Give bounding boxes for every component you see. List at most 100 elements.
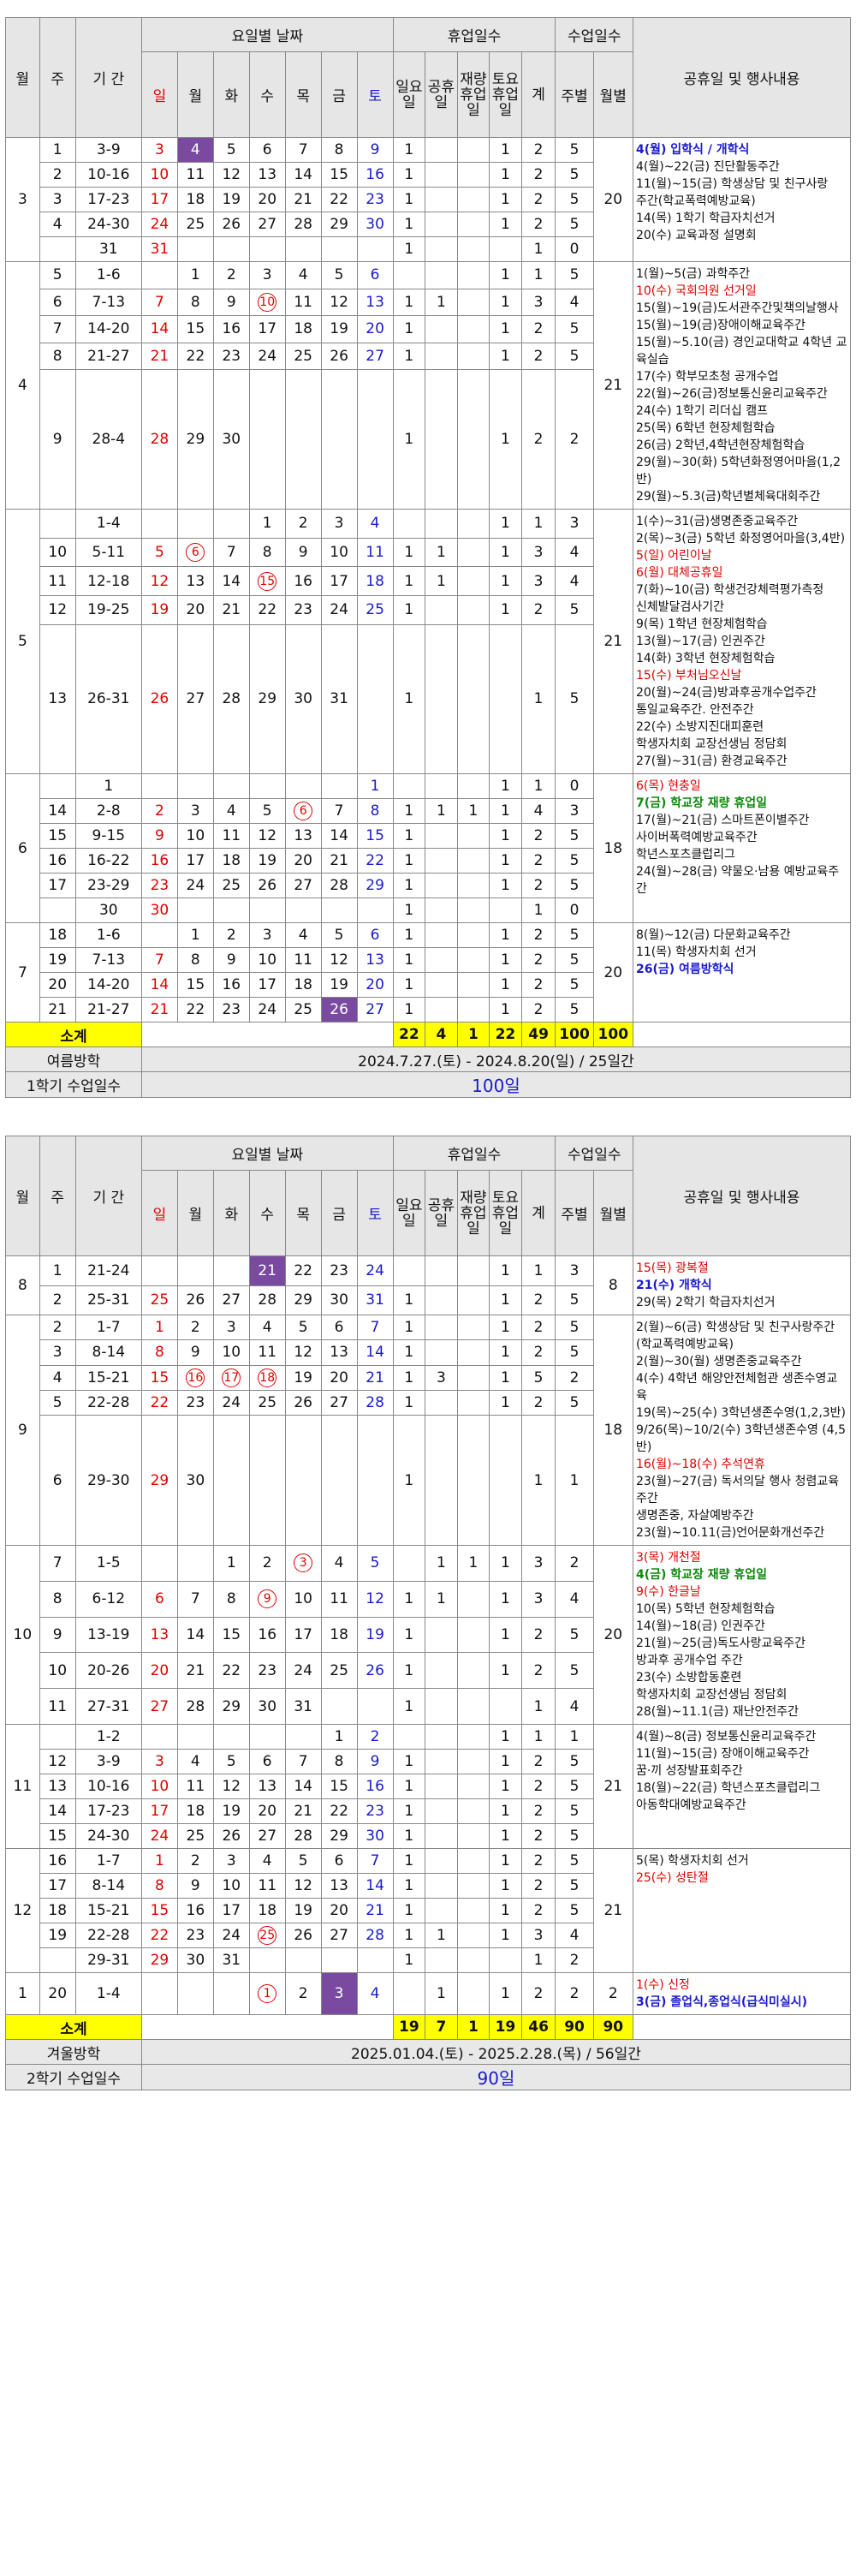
date-cell: 5 <box>284 1848 322 1874</box>
closure-cell <box>392 1545 426 1582</box>
closure-cell: 1 <box>489 972 522 998</box>
weekly-days-cell: 5 <box>555 1339 594 1366</box>
date-cell: 30 <box>176 1947 214 1973</box>
period-cell: 10-16 <box>74 162 142 188</box>
week-cell: 8 <box>39 342 76 370</box>
date-cell: 1 <box>176 261 214 289</box>
date-cell: 17 <box>248 972 286 998</box>
period-cell: 1-7 <box>74 1314 142 1341</box>
header-school-col: 주별 <box>555 1170 594 1256</box>
month-cell: 6 <box>5 773 40 923</box>
date-cell: 26 <box>356 1652 394 1690</box>
date-cell: 15 <box>176 315 214 343</box>
closure-cell: 1 <box>392 623 426 775</box>
date-cell <box>212 1255 250 1286</box>
closure-cell: 1 <box>489 1616 522 1654</box>
date-cell: 25 <box>284 997 322 1023</box>
closure-cell: 1 <box>520 1947 556 1973</box>
closure-cell <box>425 342 458 370</box>
weekly-days-cell: 5 <box>555 137 594 163</box>
date-cell: 22 <box>356 848 394 874</box>
closure-cell <box>456 1774 490 1799</box>
closure-cell: 1 <box>489 509 522 539</box>
closure-cell <box>489 623 522 775</box>
date-cell <box>140 922 178 948</box>
date-cell: 28 <box>320 873 358 898</box>
date-cell: 17 <box>212 1898 250 1923</box>
closure-cell <box>456 187 490 212</box>
date-cell: 16 <box>356 1774 394 1799</box>
closure-cell: 1 <box>392 537 426 568</box>
date-cell: 13 <box>248 1774 286 1799</box>
date-cell: 6 <box>284 798 322 824</box>
date-cell: 24 <box>248 997 286 1023</box>
event-item: 25(목) 6학년 현장체험학습 <box>635 421 776 435</box>
date-cell: 5 <box>320 261 358 289</box>
closure-cell <box>456 1724 490 1750</box>
date-cell: 15 <box>356 823 394 849</box>
date-cell: 8 <box>176 288 214 316</box>
date-cell: 21 <box>356 1898 394 1923</box>
event-item: 생명존중, 자살예방주간 <box>635 1509 754 1523</box>
closure-cell <box>425 897 458 923</box>
date-cell: 18 <box>284 972 322 998</box>
date-cell: 28 <box>356 1389 394 1416</box>
date-cell: 8 <box>140 1873 178 1899</box>
header-closure-col: 공휴일 <box>425 1170 458 1256</box>
date-cell: 6 <box>356 922 394 948</box>
date-cell: 23 <box>284 595 322 625</box>
closure-cell: 1 <box>489 288 522 316</box>
closure-cell: 1 <box>425 1972 458 2015</box>
date-cell: 3 <box>284 1545 322 1582</box>
date-cell: 8 <box>356 798 394 824</box>
date-cell <box>212 1972 250 2015</box>
week-cell: 4 <box>39 1364 76 1391</box>
vacation-text: 2025.01.04.(토) - 2025.2.28.(목) / 56일간 <box>140 2039 852 2065</box>
date-cell <box>356 1947 394 1973</box>
date-cell: 27 <box>320 1923 358 1948</box>
subtotal-closure: 22 <box>392 1022 426 1047</box>
week-cell: 3 <box>39 187 76 212</box>
closure-cell: 2 <box>520 1774 556 1799</box>
date-cell: 12 <box>284 1873 322 1899</box>
date-cell: 9 <box>284 537 322 568</box>
closure-cell: 2 <box>520 1749 556 1774</box>
closure-cell <box>425 623 458 775</box>
date-cell: 10 <box>212 1873 250 1899</box>
closure-cell <box>456 369 490 510</box>
event-item: 17(월)~21(금) 스마트폰이별주간 <box>635 814 810 827</box>
weekly-days-cell: 5 <box>555 1774 594 1799</box>
header-closure-col: 계 <box>520 51 556 138</box>
closure-cell <box>425 1898 458 1923</box>
closure-cell: 2 <box>520 1848 556 1874</box>
closure-cell: 2 <box>520 922 556 948</box>
weekly-days-cell: 1 <box>555 1415 594 1546</box>
date-cell: 22 <box>140 1923 178 1948</box>
date-cell: 11 <box>176 162 214 188</box>
event-item: 신체발달검사기간 <box>635 600 725 614</box>
date-cell: 10 <box>176 823 214 849</box>
closure-cell: 1 <box>489 137 522 163</box>
date-cell: 29 <box>140 1415 178 1546</box>
weekly-days-cell: 5 <box>555 1823 594 1849</box>
closure-cell <box>425 236 458 262</box>
closure-cell: 1 <box>489 823 522 849</box>
date-cell: 20 <box>248 187 286 212</box>
date-cell: 18 <box>212 848 250 874</box>
closure-cell <box>425 187 458 212</box>
date-cell: 19 <box>140 595 178 625</box>
date-cell: 23 <box>212 342 250 370</box>
period-cell: 13-19 <box>74 1616 142 1654</box>
weekly-days-cell: 5 <box>555 1848 594 1874</box>
closure-cell <box>425 212 458 237</box>
date-cell: 15 <box>176 972 214 998</box>
event-item: 25(수) 성탄절 <box>635 1871 709 1885</box>
date-cell: 9 <box>140 823 178 849</box>
